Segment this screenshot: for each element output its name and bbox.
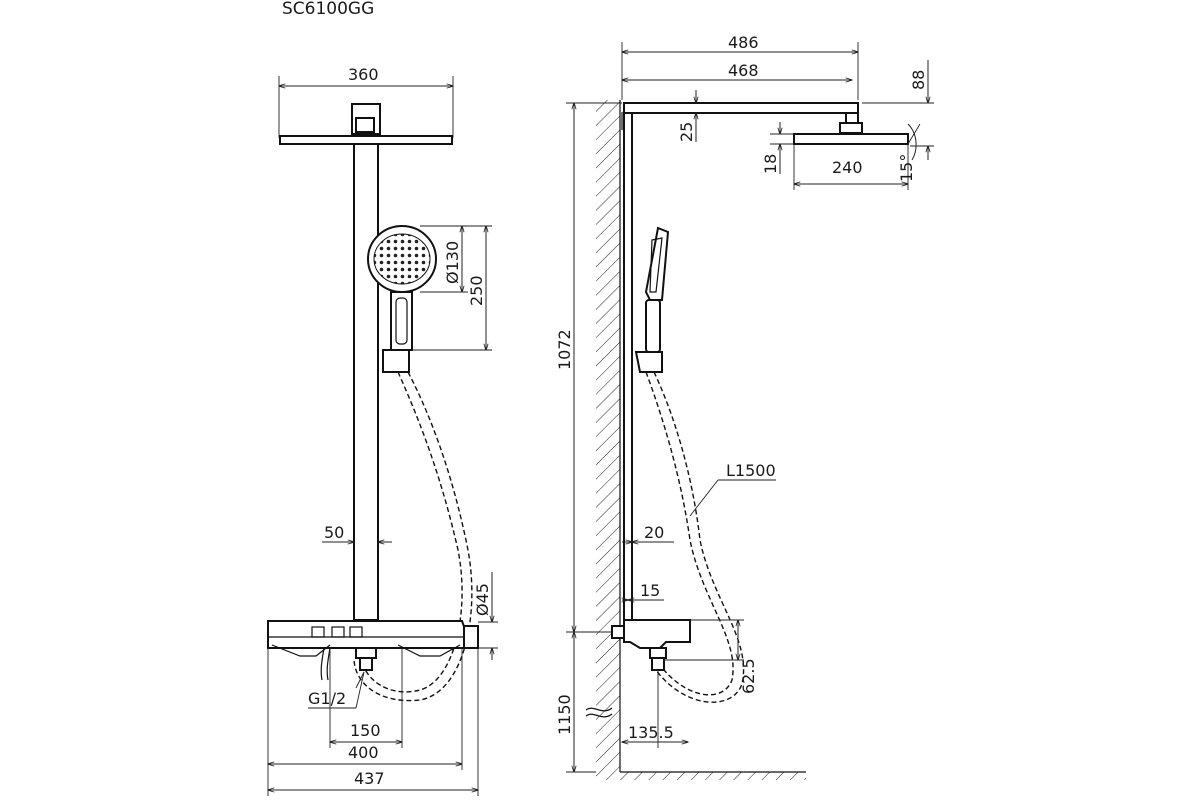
side-view: 486 468 88 25 18 240 15° 1072 1150 [555, 33, 934, 780]
dim-upper-height: 1072 [555, 329, 574, 370]
dim-valve-height: 62.5 [739, 658, 758, 694]
dim-arm-thickness: 25 [677, 122, 696, 142]
dim-overhead-width: 360 [348, 65, 379, 84]
dim-outlet-diameter: Ø45 [473, 583, 492, 616]
riser-pipe [353, 143, 379, 621]
wall-hatch [596, 100, 620, 772]
floor-hatch [596, 772, 806, 780]
handheld-side [634, 226, 670, 373]
dim-lower-height: 1150 [555, 694, 574, 735]
handheld-shower [367, 225, 437, 373]
dim-head-diameter: 240 [832, 158, 863, 177]
dim-head-thickness: 18 [761, 154, 780, 174]
dim-shelf-width: 400 [348, 743, 379, 762]
dim-arm-projection: 468 [728, 61, 759, 80]
dim-hose-length: L1500 [726, 461, 776, 480]
model-title: SC6100GG [282, 0, 374, 19]
dim-tilt-angle: 15° [897, 154, 916, 182]
dim-pipe-width: 50 [324, 523, 344, 542]
dim-mount-offset: 15 [640, 581, 660, 600]
dim-handheld-diameter: Ø130 [443, 241, 462, 284]
dim-inlet-spacing: 150 [350, 721, 381, 740]
thermostat-shelf [267, 620, 479, 681]
dim-thread: G1/2 [308, 689, 346, 708]
dim-handheld-length: 250 [467, 275, 486, 306]
dim-arm-drop: 88 [909, 70, 928, 90]
front-view: 360 Ø130 250 50 [267, 65, 498, 796]
dim-arm-total: 486 [728, 33, 759, 52]
dim-valve-depth: 135.5 [628, 723, 674, 742]
dim-pipe-offset: 20 [644, 523, 664, 542]
dim-total-width: 437 [354, 769, 385, 788]
